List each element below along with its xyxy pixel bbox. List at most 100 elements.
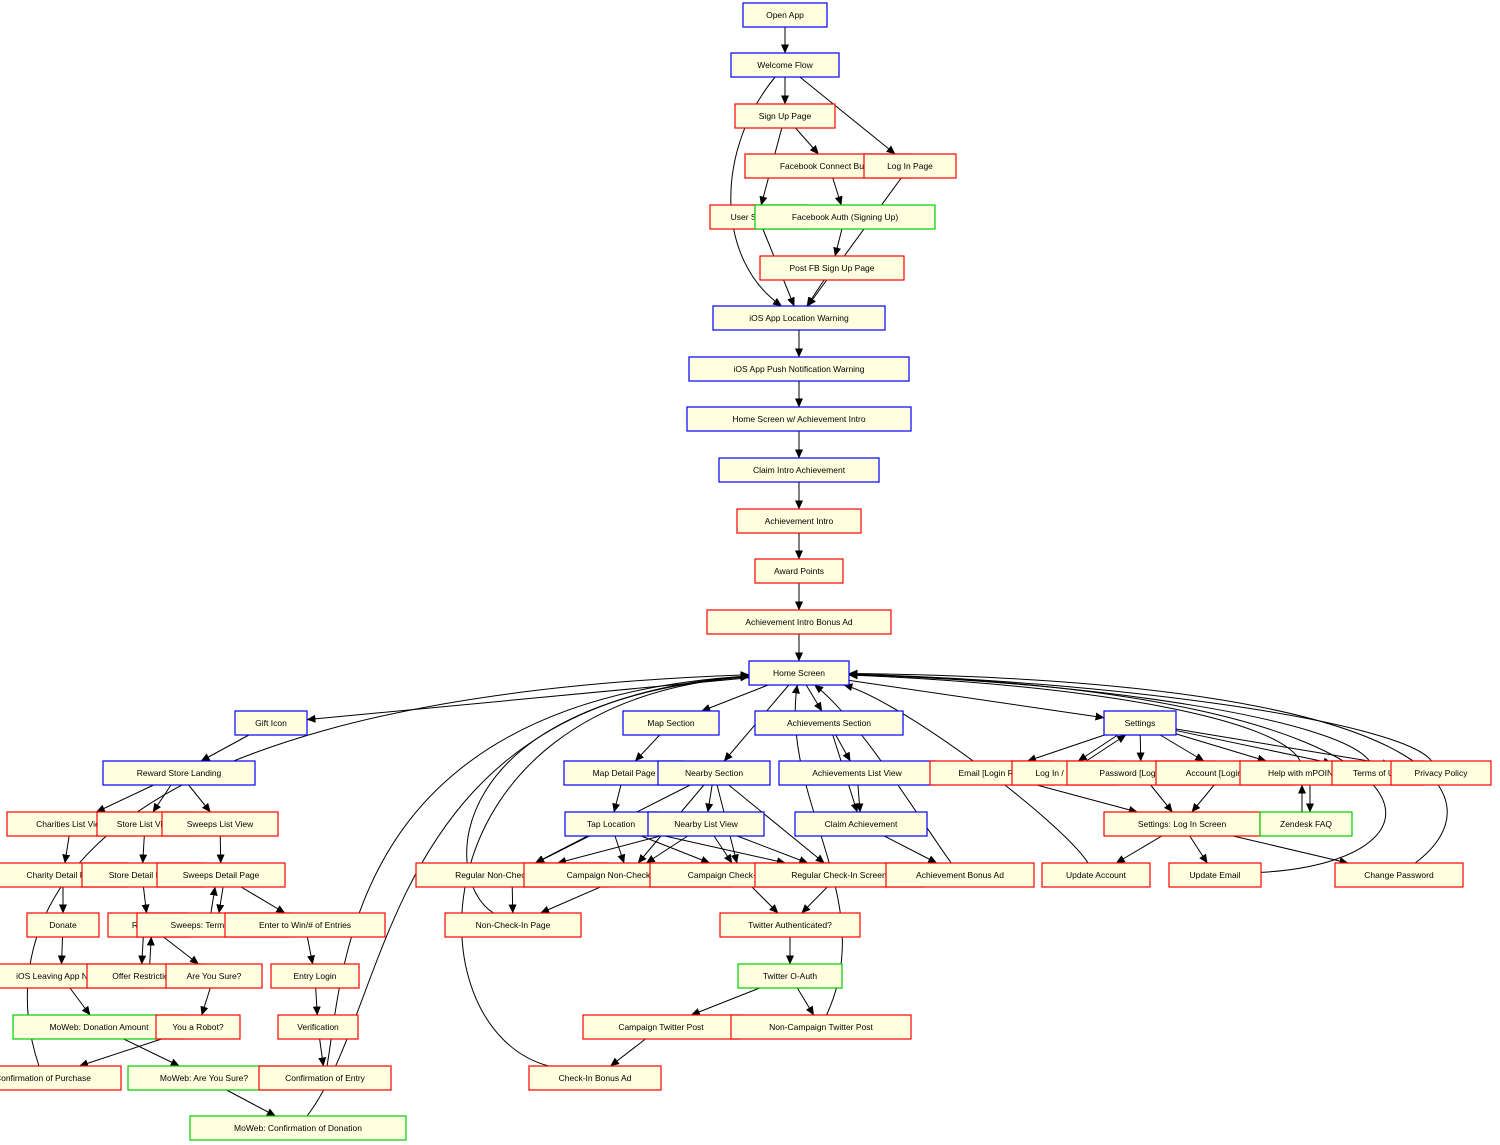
node-moweb-sure: MoWeb: Are You Sure? (127, 1065, 281, 1091)
node-label: Non-Check-In Page (476, 920, 551, 930)
edge-map-detail-to-tap-loc (612, 784, 622, 813)
node-label: Sweeps List View (187, 819, 254, 829)
node-label: Log In / Sign In (1035, 768, 1092, 778)
node-label: Account [Login Req] (1186, 768, 1263, 778)
node-label: Reward Store Landing (137, 768, 222, 778)
edge-noncheck-page-to-home (466, 673, 750, 914)
node-camp-tweet: Campaign Twitter Post (582, 1014, 740, 1040)
node-box (754, 204, 936, 230)
node-ios-push: iOS App Push Notification Warning (688, 356, 910, 382)
node-box (1103, 710, 1177, 736)
node-label: Store Detail Page (109, 870, 176, 880)
node-box (234, 710, 308, 736)
edge-fb-auth-to-post-fb (833, 228, 843, 257)
node-signup: Sign Up Page (734, 103, 836, 129)
edge-pwd-req-to-settings-login (1150, 784, 1173, 813)
node-sweeps-detail: Sweeps Detail Page (156, 862, 286, 888)
edge-signup-to-fb-connect (795, 127, 819, 155)
node-login: Log In Page (863, 153, 957, 179)
node-settings-login: Settings: Log In Screen (1103, 811, 1261, 837)
node-box (742, 2, 828, 28)
edge-enter-win-to-entry-login (306, 936, 315, 965)
edge-reward-to-store-list (152, 784, 172, 813)
edge-camp-tweet-to-checkin-bonus (610, 1038, 646, 1067)
node-box (647, 811, 765, 837)
node-twitter-auth-q: Twitter Authenticated? (719, 912, 861, 938)
node-label: iOS App Push Notification Warning (733, 364, 864, 374)
edge-settings-to-email-req (1027, 734, 1105, 763)
node-privacy: Privacy Policy (1390, 760, 1492, 786)
node-box (1103, 811, 1261, 837)
edge-camp-check-to-twitter-auth-q (751, 886, 779, 914)
node-nearby: Nearby Section (657, 760, 771, 786)
node-box (1168, 862, 1262, 888)
node-label: Enter to Win/# of Entries (259, 920, 351, 930)
edge-reg-noncheck-to-noncheck-page (508, 886, 517, 914)
edge-login-to-ios-loc (807, 177, 902, 307)
node-box (277, 1014, 359, 1040)
edge-nearby-list-to-reg-check (737, 835, 809, 864)
node-label: Confirmation of Entry (285, 1073, 366, 1083)
edge-moweb-conf-to-home (306, 672, 750, 1117)
edge-charities-to-charity-detail (62, 835, 71, 864)
node-label: Achievement Intro Bonus Ad (745, 617, 853, 627)
node-box (863, 153, 957, 179)
node-label: Store List View (117, 819, 174, 829)
node-label: MoWeb: Donation Amount (49, 1022, 149, 1032)
node-box (754, 558, 844, 584)
node-box (26, 912, 100, 938)
edge-verification-to-conf-entry (318, 1038, 327, 1067)
edge-nearby-to-reg-check (728, 784, 825, 864)
node-tap-loc: Tap Location (564, 811, 658, 837)
node-label: Donate (49, 920, 77, 930)
edge-offer-to-redeem (146, 936, 155, 965)
node-box (0, 1065, 122, 1091)
node-label: Are You Sure? (187, 971, 242, 981)
node-are-you-sure: Are You Sure? (165, 963, 263, 989)
edge-email-req-to-settings-login (1036, 784, 1138, 814)
node-label: Terms of Use (1353, 768, 1403, 778)
node-ach-bonus-ad: Achievement Intro Bonus Ad (706, 609, 892, 635)
edge-robot-to-conf-purchase (78, 1038, 162, 1068)
edge-post-fb-to-ios-loc (806, 279, 825, 307)
edge-layer (26, 27, 1448, 1117)
node-label: Settings (1125, 718, 1156, 728)
node-donate: Donate (26, 912, 100, 938)
edge-home-to-map-sec (701, 684, 769, 712)
node-box (736, 508, 862, 534)
node-label: MoWeb: Are You Sure? (160, 1073, 248, 1083)
node-box (730, 1014, 912, 1040)
node-label: Change Password (1364, 870, 1434, 880)
node-nearby-list: Nearby List View (647, 811, 765, 837)
node-box (622, 710, 720, 736)
edge-settings-to-terms (1175, 730, 1333, 766)
node-zendesk: Zendesk FAQ (1259, 811, 1353, 837)
node-label: Nearby Section (685, 768, 743, 778)
node-home: Home Screen (748, 660, 850, 686)
node-box (718, 457, 880, 483)
node-box (1334, 862, 1464, 888)
edge-tap-loc-to-reg-check (656, 833, 786, 866)
node-box (759, 255, 905, 281)
node-box (719, 912, 861, 938)
node-label: Non-Campaign Twitter Post (769, 1022, 873, 1032)
node-label: Tap Location (587, 819, 635, 829)
node-label: Entry Login (294, 971, 337, 981)
node-twitter-oauth: Twitter O-Auth (737, 963, 843, 989)
edge-are-you-sure-to-robot (200, 987, 211, 1016)
node-box (1259, 811, 1353, 837)
node-label: Map Detail Page (593, 768, 656, 778)
edge-camp-noncheck-to-noncheck-page (540, 886, 601, 914)
edge-store-list-to-store-detail (139, 835, 148, 864)
edge-sweeps-detail-to-enter-win (240, 886, 286, 914)
node-label: Log In Page (887, 161, 933, 171)
node-label: Zendesk FAQ (1280, 819, 1332, 829)
node-label: iOS App Location Warning (749, 313, 849, 323)
node-settings: Settings (1103, 710, 1177, 736)
edge-conf-entry-to-home (326, 672, 750, 1067)
node-label: Charity Detail Page (26, 870, 100, 880)
node-box (688, 356, 910, 382)
edge-ach-sec-to-ach-list (835, 734, 851, 762)
node-box (1041, 862, 1151, 888)
